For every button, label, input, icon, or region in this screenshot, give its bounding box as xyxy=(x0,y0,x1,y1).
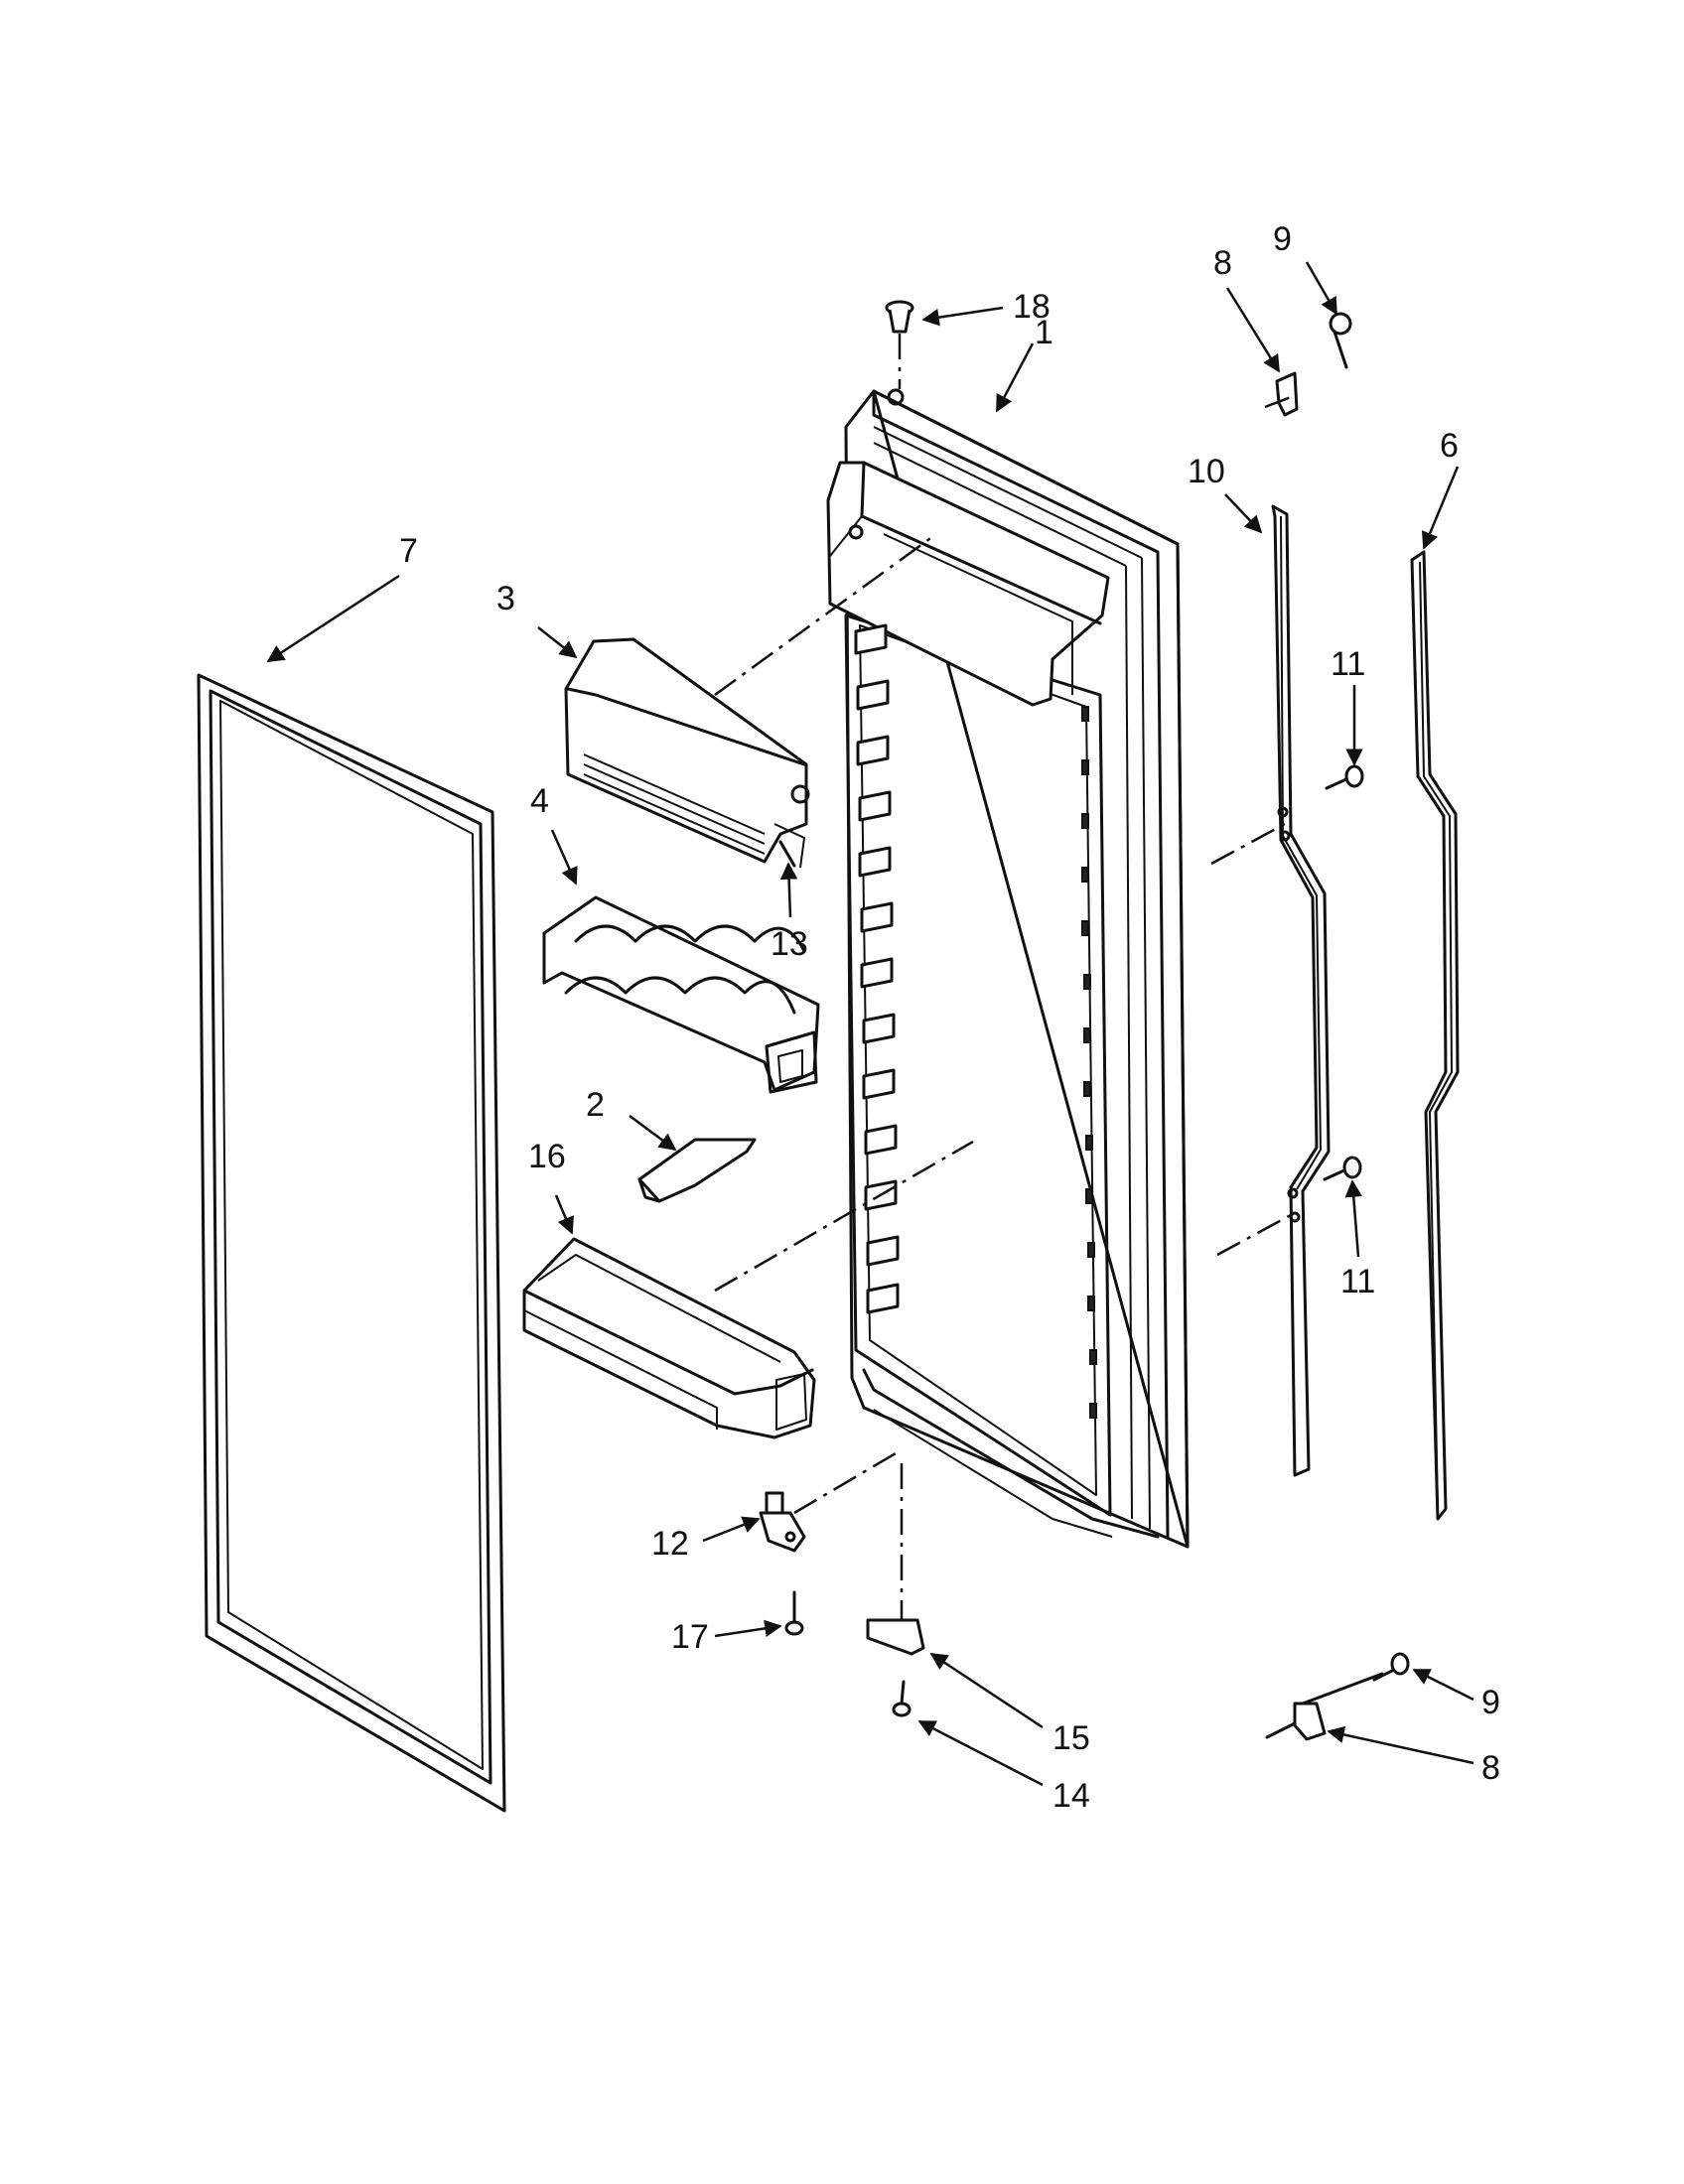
assembly-lines xyxy=(714,334,1292,1620)
callout-12: 12 xyxy=(651,1525,689,1563)
hinge-bracket-bottom xyxy=(1265,1702,1327,1741)
screw-14 xyxy=(892,1680,912,1717)
callout-14: 14 xyxy=(1052,1777,1090,1815)
hinge-pin-bracket xyxy=(759,1491,806,1553)
screw-11-upper xyxy=(1325,764,1364,790)
door-bin xyxy=(522,1237,816,1439)
screw-top xyxy=(1329,312,1352,369)
trim-strip xyxy=(1410,550,1460,1521)
callout-1: 1 xyxy=(1035,314,1053,351)
callout-4: 4 xyxy=(530,782,549,820)
spring-part xyxy=(778,840,796,868)
callout-8-top: 8 xyxy=(1213,244,1232,282)
clip-part xyxy=(637,1138,757,1203)
callout-2: 2 xyxy=(586,1086,605,1124)
callout-17: 17 xyxy=(671,1618,709,1656)
liner-right-clips xyxy=(1081,706,1097,1419)
dispenser-cover xyxy=(564,637,810,869)
liner-shelf-clips xyxy=(854,623,900,1314)
callout-18: 18 xyxy=(1013,288,1051,326)
callout-3: 3 xyxy=(496,580,515,617)
screw-17 xyxy=(784,1590,804,1636)
door-liner xyxy=(826,388,1190,1549)
leader-arrows xyxy=(266,261,1474,1787)
callout-6: 6 xyxy=(1440,427,1459,465)
callout-8-bottom: 8 xyxy=(1481,1749,1500,1787)
callout-13: 13 xyxy=(771,925,808,963)
callout-7: 7 xyxy=(399,532,418,570)
callout-10: 10 xyxy=(1188,453,1225,490)
bottle-rack xyxy=(542,895,820,1094)
callout-11-lower: 11 xyxy=(1340,1263,1375,1300)
hinge-bracket-top xyxy=(1275,371,1299,417)
callout-9-bottom: 9 xyxy=(1481,1684,1500,1721)
callout-9-top: 9 xyxy=(1273,220,1292,258)
callout-labels: 1 2 3 4 6 7 8 8 9 9 10 11 11 12 13 14 15… xyxy=(399,220,1500,1815)
callout-15: 15 xyxy=(1052,1719,1090,1757)
door-handle-strip xyxy=(1271,504,1331,1477)
screw-11-lower xyxy=(1323,1156,1362,1181)
callout-16: 16 xyxy=(528,1138,566,1175)
callout-11-upper: 11 xyxy=(1331,645,1365,683)
screw-bottom xyxy=(1301,1652,1410,1706)
plug-part xyxy=(885,300,914,334)
hinge-block xyxy=(866,1618,925,1656)
door-gasket xyxy=(197,673,506,1813)
